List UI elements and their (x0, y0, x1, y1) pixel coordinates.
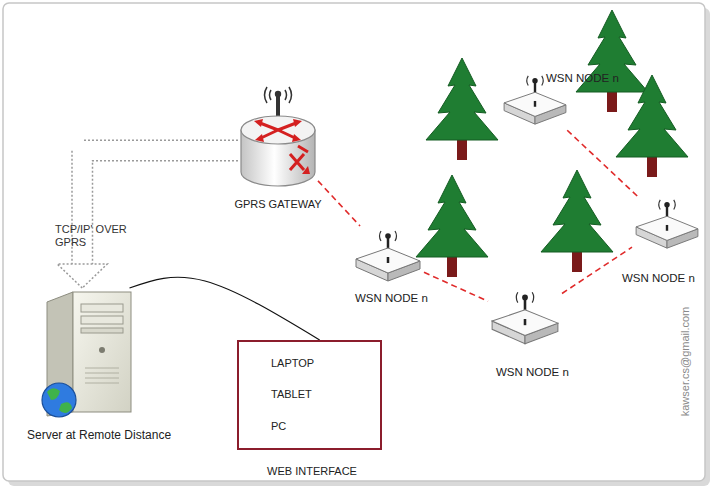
pine-tree (541, 170, 613, 272)
sensor-node-label: WSN NODE n (355, 292, 445, 305)
sensor-node: WSN NODE n (488, 288, 562, 348)
connector-line (130, 277, 320, 340)
web-interface-box-label: WEB INTERFACE (257, 465, 367, 478)
web-interface-box: LAPTOPTABLETPCWEB INTERFACE (237, 340, 382, 450)
sensor-node-icon (488, 288, 562, 348)
sensor-node-label: WSN NODE n (496, 366, 586, 379)
sensor-node-label: WSN NODE n (622, 272, 702, 285)
server-tower-label: Server at Remote Distance (27, 429, 202, 442)
sensor-node-shape (356, 231, 420, 281)
connection-curve (130, 277, 320, 340)
sensor-node-label: WSN NODE n (546, 72, 626, 85)
web-interface-box-label: LAPTOP (271, 357, 361, 370)
sensor-node-shape (636, 200, 698, 248)
gateway-router-shape (241, 87, 315, 186)
gateway-router: GPRS GATEWAY (238, 86, 318, 190)
wireless-link (562, 247, 632, 293)
connector-line (565, 128, 637, 196)
sensor-node: WSN NODE n (500, 72, 570, 128)
sensor-node-icon (352, 226, 424, 286)
watermark: kawser.cs@gmail.com (679, 292, 692, 432)
wireless-link (424, 272, 488, 301)
gateway-router-label: GPRS GATEWAY (228, 198, 328, 211)
protocol-label: TCP/IP' OVER GPRS (55, 223, 127, 249)
connector-line (424, 272, 488, 301)
connector-line (562, 247, 632, 293)
data-flow-arrow (57, 150, 238, 288)
sensor-node: WSN NODE n (632, 196, 702, 252)
gateway-router-icon (238, 86, 318, 190)
sensor-node: WSN NODE n (352, 226, 424, 286)
pine-tree (426, 58, 498, 160)
sensor-node-icon (632, 196, 702, 252)
arrow-head (57, 264, 107, 288)
web-interface-box-label: PC (271, 420, 361, 433)
server-tower-shape (42, 292, 131, 417)
pine-tree (576, 10, 648, 112)
server-tower-icon (35, 288, 140, 423)
wireless-link (318, 181, 360, 226)
web-interface-box-label: TABLET (271, 388, 361, 401)
arrow-body (82, 150, 238, 264)
arrow-outline (82, 150, 238, 264)
pine-tree (616, 75, 688, 177)
pine-tree (416, 175, 488, 277)
sensor-node-shape (492, 292, 558, 343)
wireless-link (565, 128, 637, 196)
server-tower: Server at Remote Distance (35, 288, 140, 423)
connector-line (318, 181, 360, 226)
frame-border (3, 3, 705, 481)
